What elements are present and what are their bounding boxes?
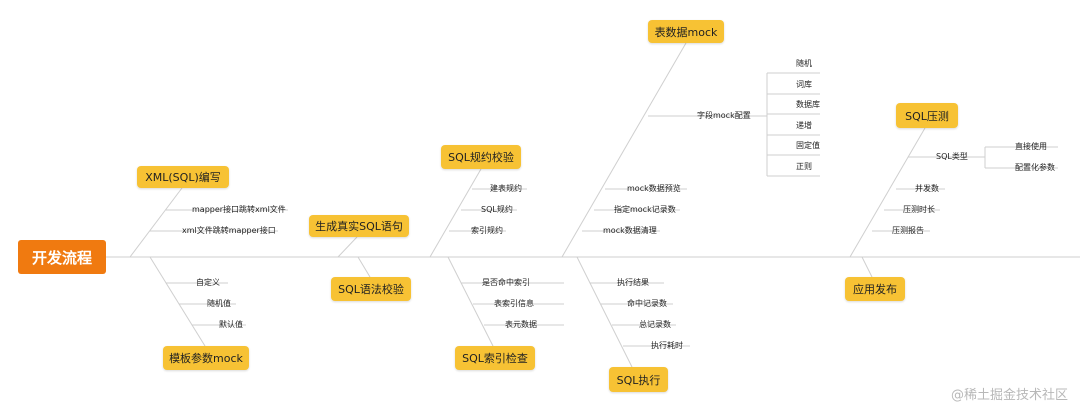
leaf-table-mock-3: mock数据清理 [603,226,657,235]
leaf-rule-2: 索引规约 [471,226,503,235]
leaf-pressure-1: 并发数 [915,184,939,193]
leaf-template-1: 随机值 [207,299,231,308]
leaf-table-mock-2: 指定mock记录数 [614,205,676,214]
field-mock-option: 随机 [796,59,812,68]
leaf-pressure-2: 压测时长 [903,205,935,214]
leaf-pressure-0: SQL类型 [936,152,968,161]
leaf-xml-1: xml文件跳转mapper接口 [182,226,276,235]
field-mock-option: 词库 [796,80,812,89]
leaf-index-2: 表元数据 [505,320,537,329]
leaf-rule-0: 建表规约 [490,184,522,193]
sql-type-option: 配置化参数 [1015,163,1055,172]
branch-template[interactable]: 模板参数mock [163,346,249,370]
leaf-table-mock-0: 字段mock配置 [697,111,751,120]
leaf-exec-3: 执行耗时 [651,341,683,350]
sql-type-option: 直接使用 [1015,142,1047,151]
branch-table-mock[interactable]: 表数据mock [648,20,724,43]
branch-syntax[interactable]: SQL语法校验 [331,277,411,301]
watermark: @稀土掘金技术社区 [950,388,1068,403]
leaf-table-mock-1: mock数据预览 [627,184,681,193]
leaf-index-0: 是否命中索引 [482,278,530,287]
leaf-template-0: 自定义 [196,278,220,287]
leaf-xml-0: mapper接口跳转xml文件 [192,205,286,214]
leaf-index-1: 表索引信息 [494,299,534,308]
field-mock-option: 数据库 [796,100,820,109]
leaf-exec-0: 执行结果 [617,278,649,287]
leaf-pressure-3: 压测报告 [892,226,924,235]
leaf-exec-1: 命中记录数 [627,299,667,308]
branch-exec[interactable]: SQL执行 [609,367,668,392]
field-mock-option: 递增 [796,121,812,130]
field-mock-option: 正则 [796,162,812,171]
branch-xml[interactable]: XML(SQL)编写 [137,166,229,188]
branch-pressure[interactable]: SQL压测 [896,103,958,128]
branch-gen-sql[interactable]: 生成真实SQL语句 [309,215,409,237]
field-mock-option: 固定值 [796,141,820,150]
root-node[interactable]: 开发流程 [18,240,106,274]
branch-release[interactable]: 应用发布 [845,277,905,301]
branch-index[interactable]: SQL索引检查 [455,346,535,370]
leaf-exec-2: 总记录数 [639,320,671,329]
leaf-rule-1: SQL规约 [481,205,513,214]
branch-rule[interactable]: SQL规约校验 [441,145,521,169]
leaf-template-2: 默认值 [219,320,243,329]
